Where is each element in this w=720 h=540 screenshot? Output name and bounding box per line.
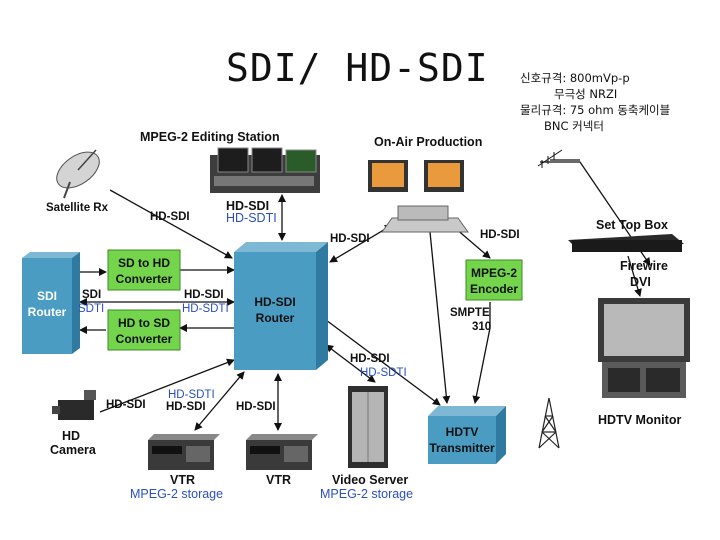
on-air-production: On-Air Production: [368, 135, 482, 233]
label-satellite-rx: Satellite Rx: [46, 202, 109, 214]
link-onair-router: [329, 224, 393, 263]
label-sd-to-hd-line2: Converter: [116, 272, 173, 286]
label-router-hdsdti: HD-SDTI: [182, 303, 229, 315]
hdtv-monitor: HDTV Monitor: [598, 298, 690, 427]
link-vtr1-router: [194, 371, 245, 431]
label-hd-camera-line1: HD: [62, 429, 80, 443]
link-onair-transmitter: [429, 231, 451, 404]
link-camera-router: [99, 358, 235, 413]
label-mpeg2-editing-station: MPEG-2 Editing Station: [140, 130, 280, 144]
spec-connector: BNC 커넥터: [544, 119, 604, 133]
label-vtr-1-storage: MPEG-2 storage: [130, 487, 223, 501]
link-encoder-transmitter: [472, 302, 491, 404]
label-onair-hdsdi-left: HD-SDI: [330, 233, 370, 245]
label-vtr-hdsdi: HD-SDI: [166, 401, 206, 413]
hd-to-sd-converter: HD to SD Converter: [107, 309, 181, 351]
label-hdtv-transmitter-line2: Transmitter: [429, 441, 495, 455]
label-hdtv-monitor: HDTV Monitor: [598, 413, 681, 427]
label-firewire: Firewire: [620, 259, 668, 273]
label-vtr-2: VTR: [266, 473, 291, 487]
label-sdi: SDI: [82, 289, 101, 301]
connection-lines: [79, 159, 651, 431]
label-vtr-hdsdti: HD-SDTI: [168, 389, 215, 401]
label-hd-sdi-router-line1: HD-SDI: [254, 295, 295, 309]
label-server-hdsdti: HD-SDTI: [360, 367, 407, 379]
spec-coding: 무극성 NRZI: [554, 87, 618, 101]
link-router-transmitter: [325, 319, 441, 406]
link-server-router: [325, 344, 376, 383]
link-onair-encoder: [454, 227, 491, 259]
spec-signal-level: 신호규격: 800mVp-p: [520, 71, 630, 85]
label-vtr-1: VTR: [170, 473, 195, 487]
antenna-icon: [537, 149, 563, 168]
label-onair-hdsdi-right: HD-SDI: [480, 229, 520, 241]
label-server-hdsdi: HD-SDI: [350, 353, 390, 365]
label-hd-sdi-router-line2: Router: [256, 311, 295, 325]
label-edit-hdsdi: HD-SDI: [226, 199, 269, 213]
label-vtr2-hdsdi: HD-SDI: [236, 401, 276, 413]
vtr-2: VTR: [246, 434, 318, 487]
hd-sdi-router: HD-SDI Router: [234, 242, 328, 370]
label-sdti: SDTI: [78, 303, 104, 315]
signal-spec-notes: 신호규격: 800mVp-p 무극성 NRZI 물리규격: 75 ohm 동축케…: [520, 70, 670, 134]
label-smpte-line2: 310: [472, 321, 491, 333]
label-mpeg2-encoder-line1: MPEG-2: [471, 266, 517, 280]
vtr-1: VTR MPEG-2 storage: [130, 434, 223, 501]
label-router-hdsdi: HD-SDI: [184, 289, 224, 301]
label-hd-to-sd-line2: Converter: [116, 332, 173, 346]
label-on-air-production: On-Air Production: [374, 135, 482, 149]
slide-title: SDI/ HD-SDI: [226, 46, 489, 90]
label-smpte-line1: SMPTE: [450, 307, 490, 319]
label-sd-to-hd-line1: SD to HD: [118, 256, 170, 270]
label-sat-hdsdi: HD-SDI: [150, 211, 190, 223]
label-set-top-box: Set Top Box: [596, 218, 668, 232]
hdtv-transmitter: HDTV Transmitter: [428, 406, 506, 464]
mpeg2-encoder: MPEG-2 Encoder: [465, 259, 523, 301]
label-sdi-router-line2: Router: [28, 305, 67, 319]
label-camera-hdsdi: HD-SDI: [106, 399, 146, 411]
link-sat-router: [109, 189, 233, 259]
label-video-server: Video Server: [332, 473, 408, 487]
mpeg2-editing-station: MPEG-2 Editing Station: [140, 130, 320, 193]
label-mpeg2-encoder-line2: Encoder: [470, 282, 518, 296]
spec-physical: 물리규격: 75 ohm 동축케이블: [520, 103, 671, 117]
hd-camera-icon: [52, 390, 96, 420]
label-hd-to-sd-line1: HD to SD: [118, 316, 170, 330]
link-antenna-monitor: [540, 161, 651, 266]
transmission-tower-icon: [538, 397, 560, 449]
label-sdi-router-line1: SDI: [37, 289, 57, 303]
label-edit-hdsdti: HD-SDTI: [226, 211, 277, 225]
set-top-box: Set Top Box: [568, 218, 684, 252]
sd-to-hd-converter: SD to HD Converter: [107, 249, 181, 291]
video-server: Video Server MPEG-2 storage: [320, 386, 413, 501]
link-stb-monitor: [627, 255, 642, 297]
satellite-dish-icon: [56, 149, 100, 199]
label-hd-camera-line2: Camera: [50, 443, 97, 457]
label-video-server-storage: MPEG-2 storage: [320, 487, 413, 501]
sdi-router: SDI Router: [22, 252, 80, 354]
label-dvi: DVI: [630, 275, 651, 289]
label-hdtv-transmitter-line1: HDTV: [446, 425, 479, 439]
